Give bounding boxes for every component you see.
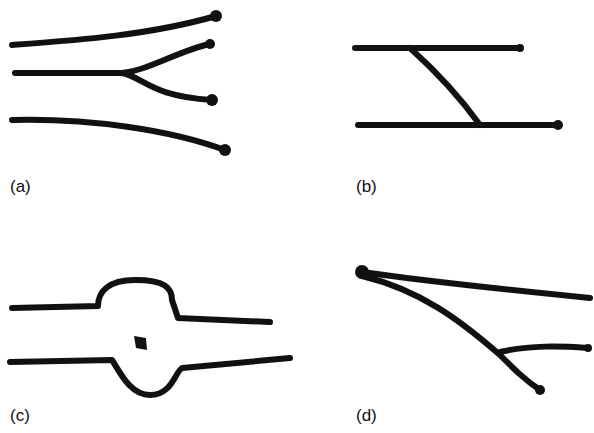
panel-label: (b) xyxy=(356,178,377,195)
sketch-c xyxy=(10,280,290,395)
panel-label: (c) xyxy=(10,407,30,424)
panel-label: (d) xyxy=(356,407,377,424)
sketch-b xyxy=(355,44,563,130)
panel-label: (a) xyxy=(10,178,31,195)
sketch-d xyxy=(355,265,592,395)
sketch-a xyxy=(12,10,231,156)
